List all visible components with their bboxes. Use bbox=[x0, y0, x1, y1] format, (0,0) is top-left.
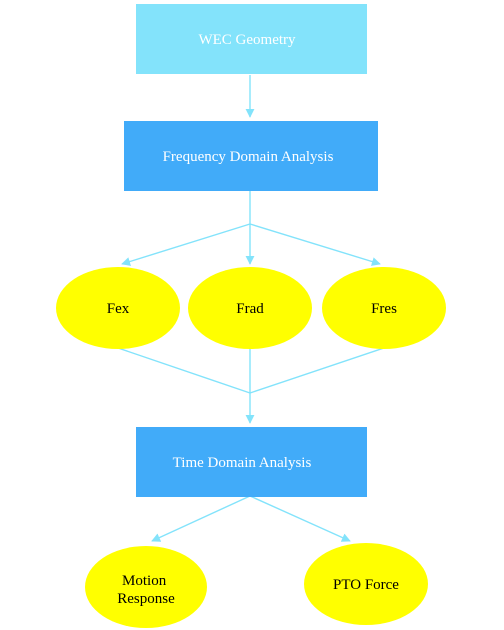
motion-response-ellipse bbox=[85, 546, 207, 628]
fres-ellipse bbox=[322, 267, 446, 349]
frequency-domain-label: Frequency Domain Analysis bbox=[163, 149, 334, 165]
node-motion-response: Motion Response bbox=[85, 546, 207, 628]
frad-label: Frad bbox=[236, 301, 264, 317]
frad-ellipse bbox=[188, 267, 312, 349]
pto-force-ellipse bbox=[304, 543, 428, 625]
edge-fres-to-time bbox=[249, 347, 385, 394]
node-fres: Fres bbox=[322, 267, 446, 349]
edge-time-to-pto bbox=[249, 495, 351, 542]
fex-ellipse bbox=[56, 267, 180, 349]
edge-fex-to-time bbox=[117, 347, 251, 394]
node-wec-geometry: WEC Geometry bbox=[136, 4, 367, 74]
time-domain-box bbox=[136, 427, 367, 497]
node-time-domain: Time Domain Analysis bbox=[136, 427, 367, 497]
edge-frequency-to-fres bbox=[249, 223, 381, 266]
node-frad: Frad bbox=[188, 267, 312, 349]
frequency-domain-box bbox=[124, 121, 378, 191]
motion-response-label-line1: Motion bbox=[122, 573, 167, 589]
motion-response-label-line2: Response bbox=[117, 591, 175, 607]
edge-frequency-to-fex bbox=[121, 223, 251, 266]
motion-response-label: Motion Response bbox=[117, 573, 175, 607]
wec-geometry-label: WEC Geometry bbox=[198, 32, 296, 48]
edge-time-to-motion bbox=[151, 495, 251, 542]
pto-force-label: PTO Force bbox=[333, 577, 399, 593]
node-fex: Fex bbox=[56, 267, 180, 349]
fres-label: Fres bbox=[371, 301, 397, 317]
fex-label: Fex bbox=[107, 301, 130, 317]
edges bbox=[117, 75, 385, 542]
node-frequency-domain: Frequency Domain Analysis bbox=[124, 121, 378, 191]
wec-geometry-box bbox=[136, 4, 367, 74]
node-pto-force: PTO Force bbox=[304, 543, 428, 625]
time-domain-label: Time Domain Analysis bbox=[173, 455, 312, 471]
